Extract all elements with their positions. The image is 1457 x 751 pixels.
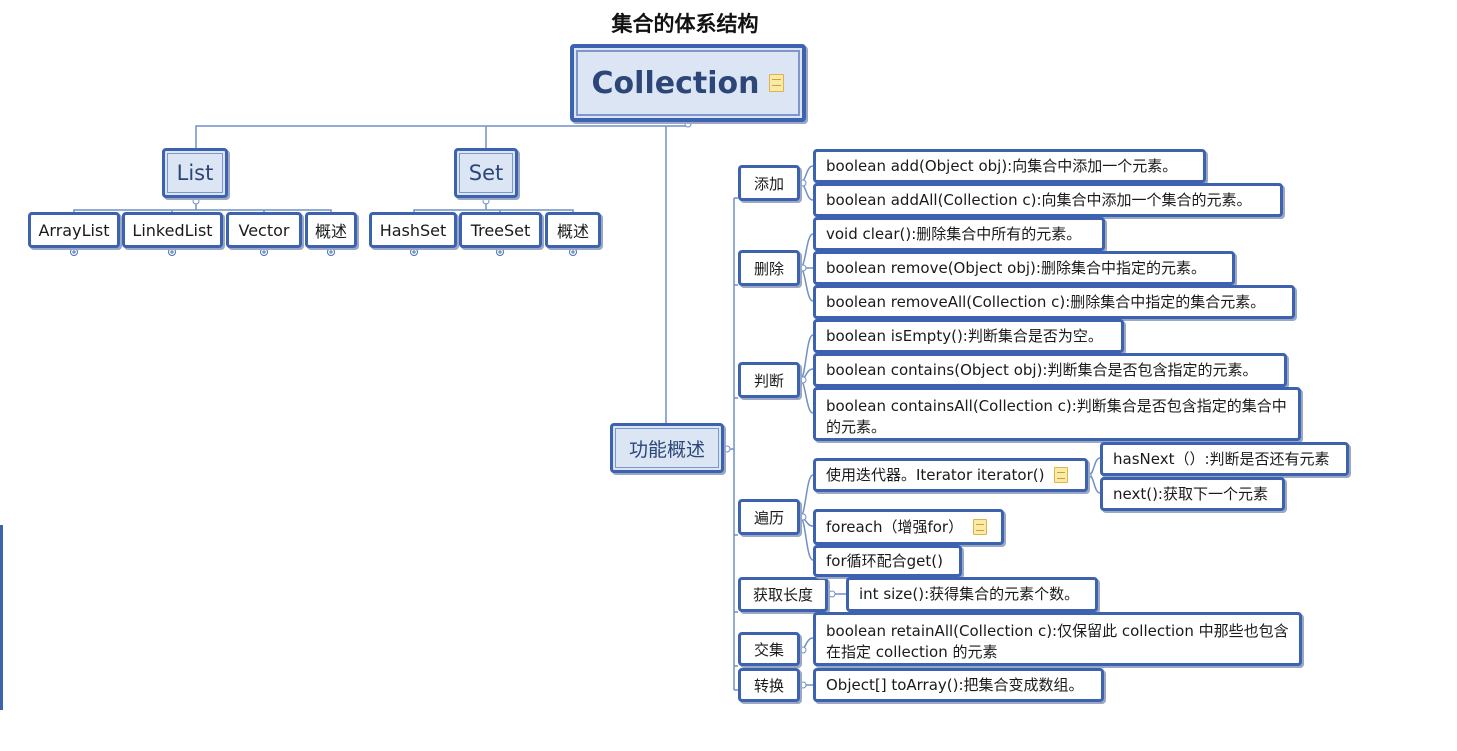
left-edge-bar xyxy=(0,525,3,710)
list-child-overview[interactable]: 概述 xyxy=(305,212,357,248)
list-child-linkedlist[interactable]: LinkedList xyxy=(122,212,223,248)
method-containsall[interactable]: boolean containsAll(Collection c):判断集合是否… xyxy=(813,387,1301,441)
category-size[interactable]: 获取长度 xyxy=(738,577,828,612)
method-addall[interactable]: boolean addAll(Collection c):向集合中添加一个集合的… xyxy=(813,183,1283,217)
method-removeall[interactable]: boolean removeAll(Collection c):删除集合中指定的… xyxy=(813,285,1295,319)
method-isempty[interactable]: boolean isEmpty():判断集合是否为空。 xyxy=(813,319,1124,353)
method-toarray[interactable]: Object[] toArray():把集合变成数组。 xyxy=(813,668,1104,702)
root-node-collection[interactable]: Collection xyxy=(570,44,806,122)
overview-node[interactable]: 功能概述 xyxy=(610,423,724,473)
set-child-overview[interactable]: 概述 xyxy=(545,212,601,248)
method-retainall[interactable]: boolean retainAll(Collection c):仅保留此 col… xyxy=(813,612,1302,666)
method-add[interactable]: boolean add(Object obj):向集合中添加一个元素。 xyxy=(813,149,1206,183)
note-icon xyxy=(769,74,785,92)
branch-node-list[interactable]: List xyxy=(162,148,228,198)
method-hasnext[interactable]: hasNext（）:判断是否还有元素 xyxy=(1100,442,1349,476)
method-iterator-label: 使用迭代器。Iterator iterator() xyxy=(826,465,1045,484)
category-add[interactable]: 添加 xyxy=(738,165,800,201)
category-judge[interactable]: 判断 xyxy=(738,362,800,398)
diagram-title: 集合的体系结构 xyxy=(611,12,759,36)
list-child-vector[interactable]: Vector xyxy=(226,212,302,248)
list-child-arraylist[interactable]: ArrayList xyxy=(28,212,120,248)
method-for-get[interactable]: for循环配合get() xyxy=(813,545,962,577)
method-size[interactable]: int size():获得集合的元素个数。 xyxy=(846,577,1098,612)
category-convert[interactable]: 转换 xyxy=(738,668,800,702)
category-delete[interactable]: 删除 xyxy=(738,250,800,286)
method-clear[interactable]: void clear():删除集合中所有的元素。 xyxy=(813,217,1105,251)
category-intersection[interactable]: 交集 xyxy=(738,632,800,666)
root-label: Collection xyxy=(591,65,760,101)
method-foreach[interactable]: foreach（增强for） xyxy=(813,509,1004,545)
category-traverse[interactable]: 遍历 xyxy=(738,499,800,535)
method-iterator[interactable]: 使用迭代器。Iterator iterator() xyxy=(813,458,1088,492)
branch-label: Set xyxy=(468,161,504,185)
method-remove[interactable]: boolean remove(Object obj):删除集合中指定的元素。 xyxy=(813,251,1235,285)
overview-label: 功能概述 xyxy=(628,438,705,461)
method-foreach-label: foreach（增强for） xyxy=(826,517,964,536)
branch-label: List xyxy=(176,161,214,185)
branch-node-set[interactable]: Set xyxy=(454,148,518,198)
note-icon xyxy=(973,519,988,535)
set-child-treeset[interactable]: TreeSet xyxy=(459,212,542,248)
set-child-hashset[interactable]: HashSet xyxy=(369,212,457,248)
method-next[interactable]: next():获取下一个元素 xyxy=(1100,477,1285,511)
method-contains[interactable]: boolean contains(Object obj):判断集合是否包含指定的… xyxy=(813,353,1287,387)
note-icon xyxy=(1054,467,1069,483)
